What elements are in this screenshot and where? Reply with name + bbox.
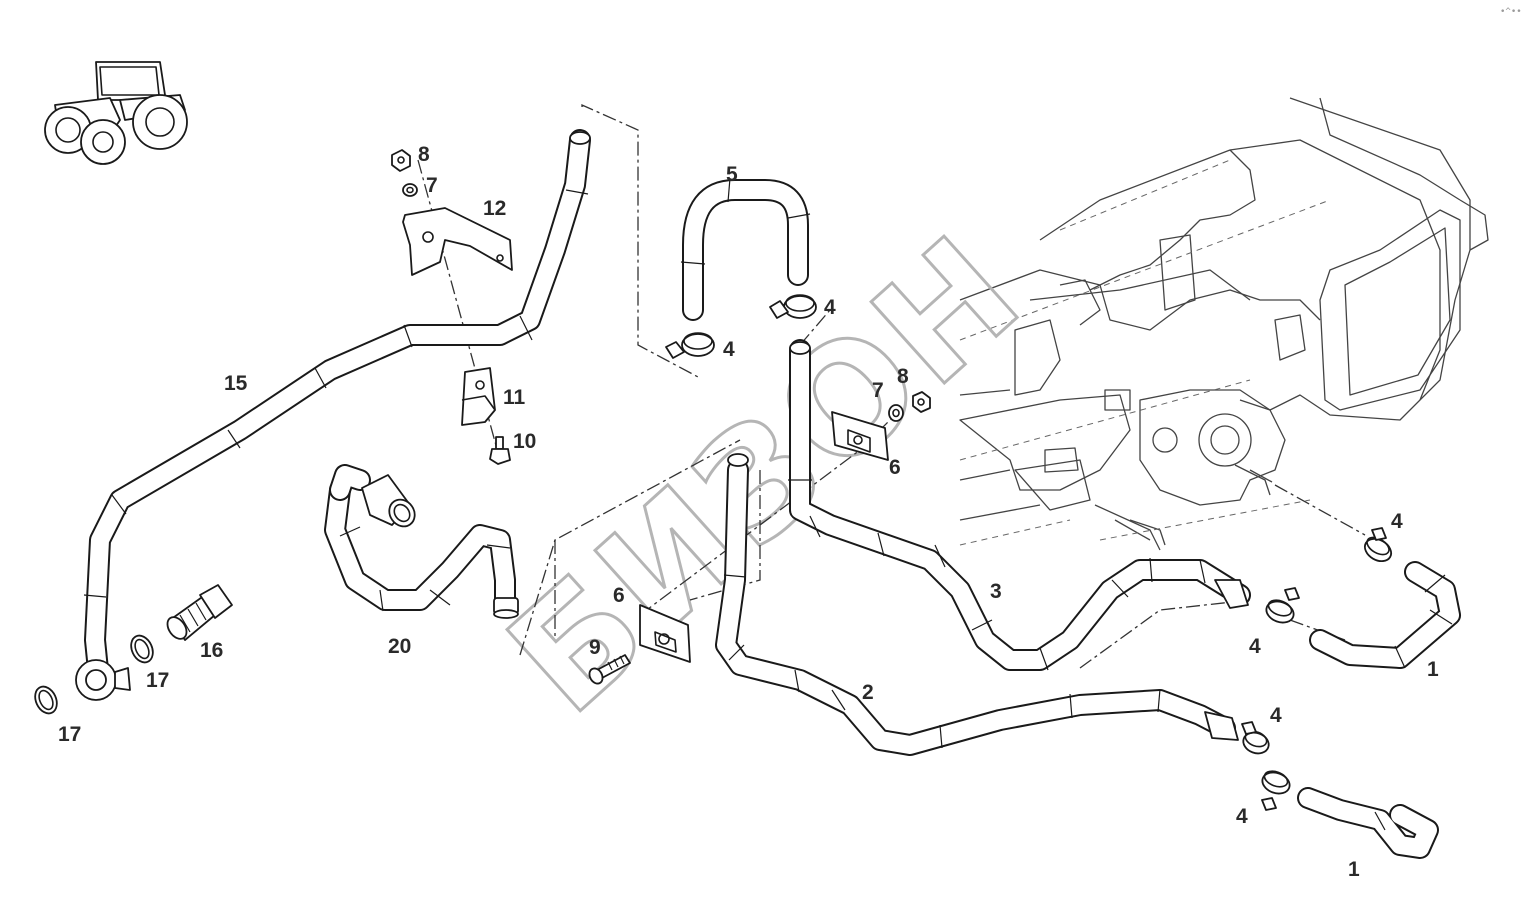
hose-2: [715, 453, 1239, 756]
clamp-4-d: [1265, 587, 1300, 624]
tractor-icon: [44, 61, 188, 165]
clamp-4-b: [769, 294, 817, 319]
clip-6-lower: [639, 604, 691, 663]
part-label-4-f: 4: [1236, 805, 1248, 828]
hose-3: [788, 339, 1251, 671]
hose-1-lower: [1297, 787, 1439, 859]
clamp-4-a: [665, 332, 715, 359]
part-label-15: 15: [224, 372, 248, 395]
part-label-9: 9: [589, 636, 601, 659]
part-label-11: 11: [503, 386, 526, 409]
part-label-12: 12: [483, 197, 506, 220]
part-label-4-e: 4: [1270, 704, 1282, 727]
part-label-20: 20: [388, 635, 411, 658]
part-label-17-left: 17: [58, 723, 81, 746]
part-label-2: 2: [862, 681, 874, 704]
banjo-bolt-16: [166, 584, 233, 641]
hose-20: [324, 464, 519, 619]
nut-8-right: [912, 391, 931, 413]
washer-7-top: [402, 183, 418, 197]
washer-7-right: [888, 404, 904, 422]
part-label-8-right: 8: [897, 365, 909, 388]
corner-mark: •^••: [1500, 7, 1522, 17]
part-label-8-top: 8: [418, 143, 430, 166]
part-label-1-upper: 1: [1427, 658, 1439, 681]
part-label-17-right: 17: [146, 669, 169, 692]
part-label-5: 5: [726, 163, 738, 186]
nut-8-top: [391, 149, 411, 172]
part-label-16: 16: [200, 639, 223, 662]
part-label-7-top: 7: [426, 174, 438, 197]
clip-6-upper: [831, 411, 889, 461]
part-label-6-upper: 6: [889, 456, 901, 479]
hose-5: [680, 177, 811, 321]
part-label-7-right: 7: [872, 379, 884, 402]
bolt-10: [489, 436, 511, 465]
washer-17-right: [130, 634, 154, 664]
hose-1-upper: [1309, 561, 1461, 669]
bracket-12: [402, 207, 513, 276]
part-label-10: 10: [513, 430, 536, 453]
part-label-6-lower: 6: [613, 584, 625, 607]
part-label-4-a: 4: [723, 338, 735, 361]
hvac-housing: [959, 97, 1489, 551]
part-labels: 8 7 12 11 10 15 16 17 17 20 6 9 5 4 4 7 …: [58, 143, 1439, 881]
clamp-4-e: [1241, 721, 1270, 755]
clip-11: [461, 367, 496, 426]
screw-9: [588, 654, 631, 685]
part-label-3: 3: [990, 580, 1002, 603]
part-label-4-d: 4: [1249, 635, 1261, 658]
part-label-4-c: 4: [1391, 510, 1403, 533]
clamp-4-f: [1261, 770, 1291, 811]
part-label-1-lower: 1: [1348, 858, 1360, 881]
hose-15: [75, 129, 591, 701]
part-label-4-b: 4: [824, 296, 836, 319]
washer-17-left: [34, 685, 58, 715]
clamp-4-c: [1363, 527, 1393, 563]
